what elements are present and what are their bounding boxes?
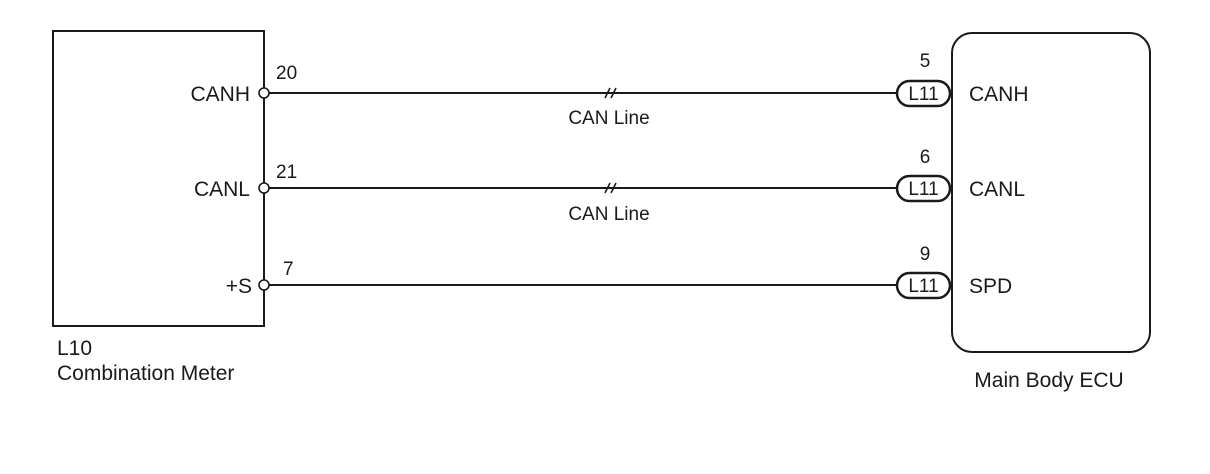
terminal-canl-circle: [258, 182, 270, 194]
combination-meter-name: Combination Meter: [57, 362, 234, 385]
right-terminal-canl-label: CANL: [969, 178, 1025, 201]
wire-can-line-label: CAN Line: [568, 204, 649, 225]
wire-canl: L11 CANL 21 6 CANL CAN Line: [194, 147, 1025, 225]
terminal-canh-circle: [258, 87, 270, 99]
right-pin-6: 6: [920, 147, 931, 168]
connector-l11-spd: [895, 271, 952, 300]
left-pin-21: 21: [276, 162, 297, 183]
wire-break-symbol: [604, 182, 617, 194]
combination-meter-code: L10: [57, 337, 92, 360]
connector-l11-label: L11: [908, 276, 938, 297]
wire-canh: L11 CANH 20 5 CANH CAN Line: [190, 51, 1028, 129]
right-terminal-canh-label: CANH: [969, 83, 1029, 106]
right-pin-5: 5: [920, 51, 931, 72]
connector-l11-label: L11: [908, 179, 938, 200]
wire-can-line-label: CAN Line: [568, 108, 649, 129]
connector-l11-canh: [895, 79, 952, 108]
wire-break-symbol: [604, 87, 617, 99]
terminal-plus-s-circle: [258, 279, 270, 291]
connector-l11-canl: [895, 174, 952, 203]
left-terminal-canh-label: CANH: [190, 83, 250, 106]
left-pin-7: 7: [283, 259, 294, 280]
right-pin-9: 9: [920, 244, 931, 265]
wire-speed: L11 +S 7 9 SPD: [226, 244, 1012, 300]
combination-meter-box: [52, 30, 265, 327]
left-terminal-plus-s-label: +S: [226, 275, 252, 298]
main-body-ecu-box: [951, 32, 1151, 353]
left-terminal-canl-label: CANL: [194, 178, 250, 201]
right-terminal-spd-label: SPD: [969, 275, 1012, 298]
main-body-ecu-name: Main Body ECU: [974, 369, 1123, 392]
left-pin-20: 20: [276, 63, 297, 84]
connector-l11-label: L11: [908, 84, 938, 105]
